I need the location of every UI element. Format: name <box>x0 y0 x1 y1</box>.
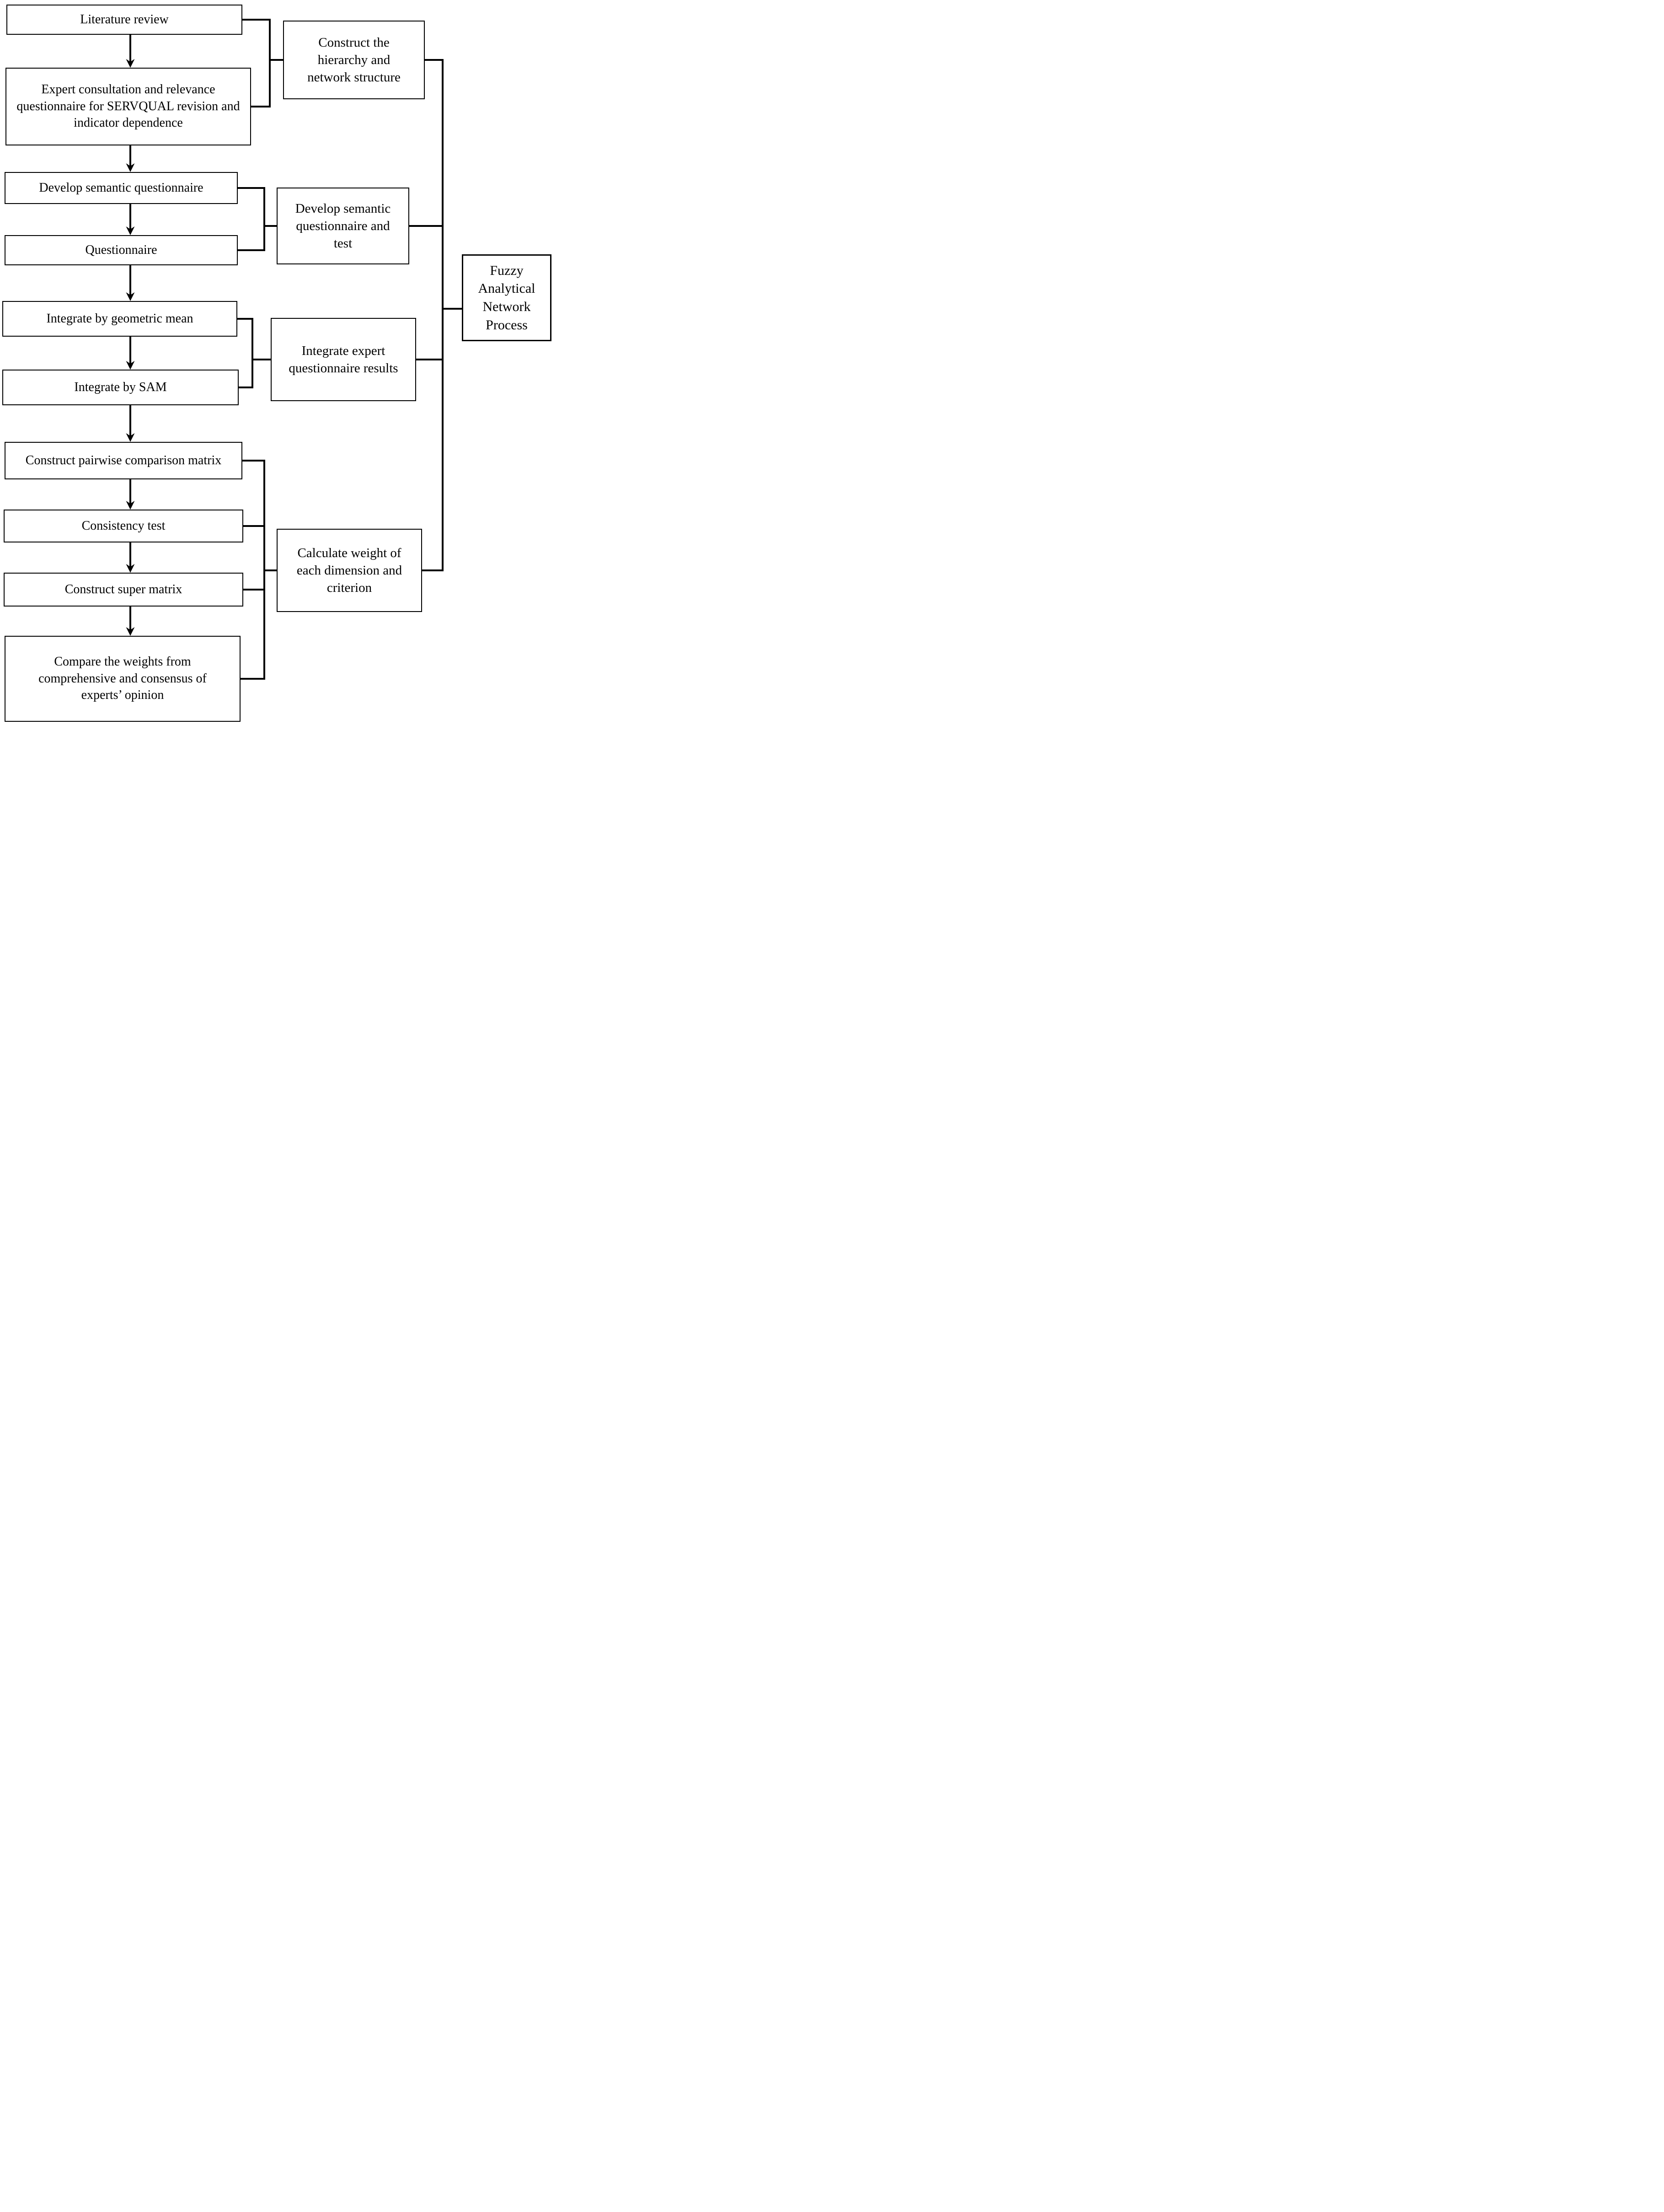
arrow-develop-semantic-to-questionnaire <box>126 203 135 235</box>
arrow-expert-to-develop-semantic <box>126 145 135 172</box>
connector-group-integrate-expert-results <box>237 317 271 389</box>
connector-group-semantic-and-test <box>238 187 277 252</box>
step-box-compare-weights: Compare the weights from comprehensive a… <box>5 636 241 722</box>
arrow-literature-to-expert <box>126 34 135 68</box>
step-box-questionnaire: Questionnaire <box>5 235 238 265</box>
flowchart-connector-lines <box>126 18 462 680</box>
arrow-sam-to-pairwise <box>126 404 135 442</box>
arrow-pairwise-to-consistency <box>126 478 135 510</box>
group-box-integrate-expert-results: Integrate expert questionnaire results <box>271 318 416 401</box>
arrow-questionnaire-to-integrate-geometric <box>126 264 135 301</box>
step-box-expert-consultation: Expert consultation and relevance questi… <box>5 68 251 145</box>
connector-group-calculate-weight <box>241 459 277 680</box>
step-box-integrate-sam: Integrate by SAM <box>2 370 239 405</box>
arrow-consistency-to-supermatrix <box>126 542 135 573</box>
group-box-semantic-and-test: Develop semantic questionnaire and test <box>277 188 409 264</box>
step-box-literature-review: Literature review <box>6 5 242 35</box>
step-box-super-matrix: Construct super matrix <box>4 573 243 607</box>
group-box-calculate-weight: Calculate weight of each dimension and c… <box>277 529 422 612</box>
step-box-develop-semantic: Develop semantic questionnaire <box>5 172 238 204</box>
step-box-pairwise-matrix: Construct pairwise comparison matrix <box>5 442 242 479</box>
group-box-construct-hierarchy: Construct the hierarchy and network stru… <box>283 21 425 99</box>
arrow-supermatrix-to-compare <box>126 606 135 636</box>
connector-group-construct-hierarchy <box>242 18 283 108</box>
step-box-consistency-test: Consistency test <box>4 510 243 542</box>
result-box-fuzzy-anp: Fuzzy Analytical Network Process <box>462 254 551 341</box>
flowchart-canvas: Literature review Expert consultation an… <box>0 0 555 737</box>
connector-trunk-to-fanp <box>409 59 462 572</box>
arrow-integrate-geometric-to-sam <box>126 336 135 370</box>
step-box-integrate-geometric-mean: Integrate by geometric mean <box>2 301 237 337</box>
